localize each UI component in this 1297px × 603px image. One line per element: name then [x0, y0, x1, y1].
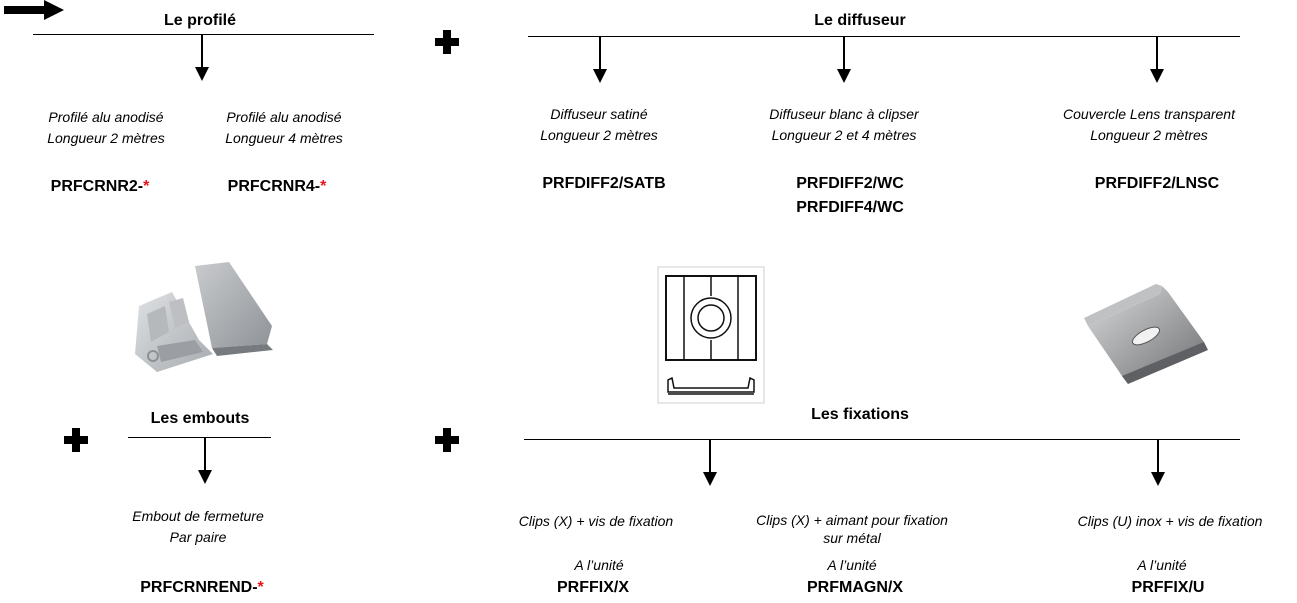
plus-icon — [64, 428, 88, 452]
plus-icon — [435, 30, 459, 54]
profile-item-1-line1: Profilé alu anodisé — [48, 109, 164, 125]
fixings-item-3-line1: Clips (U) inox + vis de fixation — [1077, 513, 1263, 529]
diffuser-item-2-line2: Longueur 2 et 4 mètres — [771, 127, 917, 143]
diffuser-item-3-line1: Couvercle Lens transparent — [1063, 106, 1235, 122]
profile-line — [33, 34, 374, 35]
variant-asterisk: * — [320, 178, 327, 195]
diffuser-item-1-code: PRFDIFF2/SATB — [542, 175, 666, 192]
product-code: PRFCRNREND- — [140, 579, 258, 596]
profile-item-1-desc: Profilé alu anodisé Longueur 2 mètres — [47, 107, 165, 149]
profile-item-2-line2: Longueur 4 mètres — [225, 130, 343, 146]
diffuser-heading: Le diffuseur — [814, 12, 906, 29]
fixings-item-1-unit: A l’unité — [574, 557, 624, 573]
down-arrow-icon — [593, 37, 607, 83]
profile-item-2-code: PRFCRNR4-* — [228, 176, 327, 197]
variant-asterisk: * — [257, 579, 264, 596]
down-arrow-icon — [837, 37, 851, 83]
profile-item-2-line1: Profilé alu anodisé — [226, 109, 342, 125]
diffuser-item-1-desc: Diffuseur satiné Longueur 2 mètres — [540, 104, 658, 146]
profile-heading: Le profilé — [163, 12, 236, 29]
fixings-heading: Les fixations — [811, 406, 909, 423]
down-arrow-icon — [1151, 440, 1165, 486]
fixings-item-2-line1: Clips (X) + aimant pour fixation — [756, 512, 948, 528]
diffuser-item-3-line2: Longueur 2 mètres — [1090, 127, 1208, 143]
endcap-image — [117, 244, 277, 402]
down-arrow-icon — [198, 438, 212, 484]
fixings-item-2-line2: sur métal — [823, 530, 881, 546]
fixings-item-1-code: PRFFIX/X — [556, 579, 630, 596]
fixings-item-3-desc: Clips (U) inox + vis de fixation — [1078, 511, 1263, 532]
fixings-item-2-desc: Clips (X) + aimant pour fixation sur mét… — [756, 511, 948, 547]
endcaps-code: PRFCRNREND-* — [140, 577, 264, 598]
diffuser-item-3-code: PRFDIFF2/LNSC — [1094, 175, 1220, 192]
diffuser-item-2-line1: Diffuseur blanc à clipser — [769, 106, 919, 122]
fixings-item-2-code: PRFMAGN/X — [807, 579, 903, 596]
diffuser-item-2-code-2: PRFDIFF4/WC — [796, 199, 904, 216]
variant-asterisk: * — [143, 178, 150, 195]
clip-x-drawing — [657, 266, 765, 404]
product-code: PRFCRNR4- — [227, 178, 321, 195]
fixings-item-1-desc: Clips (X) + vis de fixation — [519, 511, 673, 532]
endcaps-line2: Par paire — [169, 529, 227, 545]
fixings-item-3-code: PRFFIX/U — [1131, 579, 1205, 596]
clip-u-image — [1084, 284, 1208, 384]
diffuser-item-2-desc: Diffuseur blanc à clipser Longueur 2 et … — [769, 104, 918, 146]
right-arrow-icon — [4, 0, 64, 20]
fixings-item-1-line1: Clips (X) + vis de fixation — [518, 513, 674, 529]
fixings-line — [524, 439, 1240, 440]
down-arrow-icon — [1150, 37, 1164, 83]
profile-item-2-desc: Profilé alu anodisé Longueur 4 mètres — [225, 107, 343, 149]
endcaps-heading: Les embouts — [150, 410, 250, 427]
profile-item-1-line2: Longueur 2 mètres — [47, 130, 165, 146]
down-arrow-icon — [703, 440, 717, 486]
diffuser-item-2-code-1: PRFDIFF2/WC — [796, 175, 904, 192]
fixings-item-3-unit: A l’unité — [1137, 557, 1187, 573]
product-code: PRFCRNR2- — [50, 178, 144, 195]
diffuser-item-1-line1: Diffuseur satiné — [550, 106, 648, 122]
endcaps-line1: Embout de fermeture — [132, 508, 264, 524]
plus-icon — [435, 428, 459, 452]
diffuser-item-1-line2: Longueur 2 mètres — [540, 127, 658, 143]
endcaps-line — [128, 437, 271, 438]
fixings-item-2-unit: A l’unité — [827, 557, 877, 573]
profile-item-1-code: PRFCRNR2-* — [51, 176, 150, 197]
down-arrow-icon — [195, 35, 209, 81]
endcaps-desc: Embout de fermeture Par paire — [132, 506, 264, 548]
diffuser-line — [528, 36, 1240, 37]
diffuser-item-3-desc: Couvercle Lens transparent Longueur 2 mè… — [1063, 104, 1235, 146]
